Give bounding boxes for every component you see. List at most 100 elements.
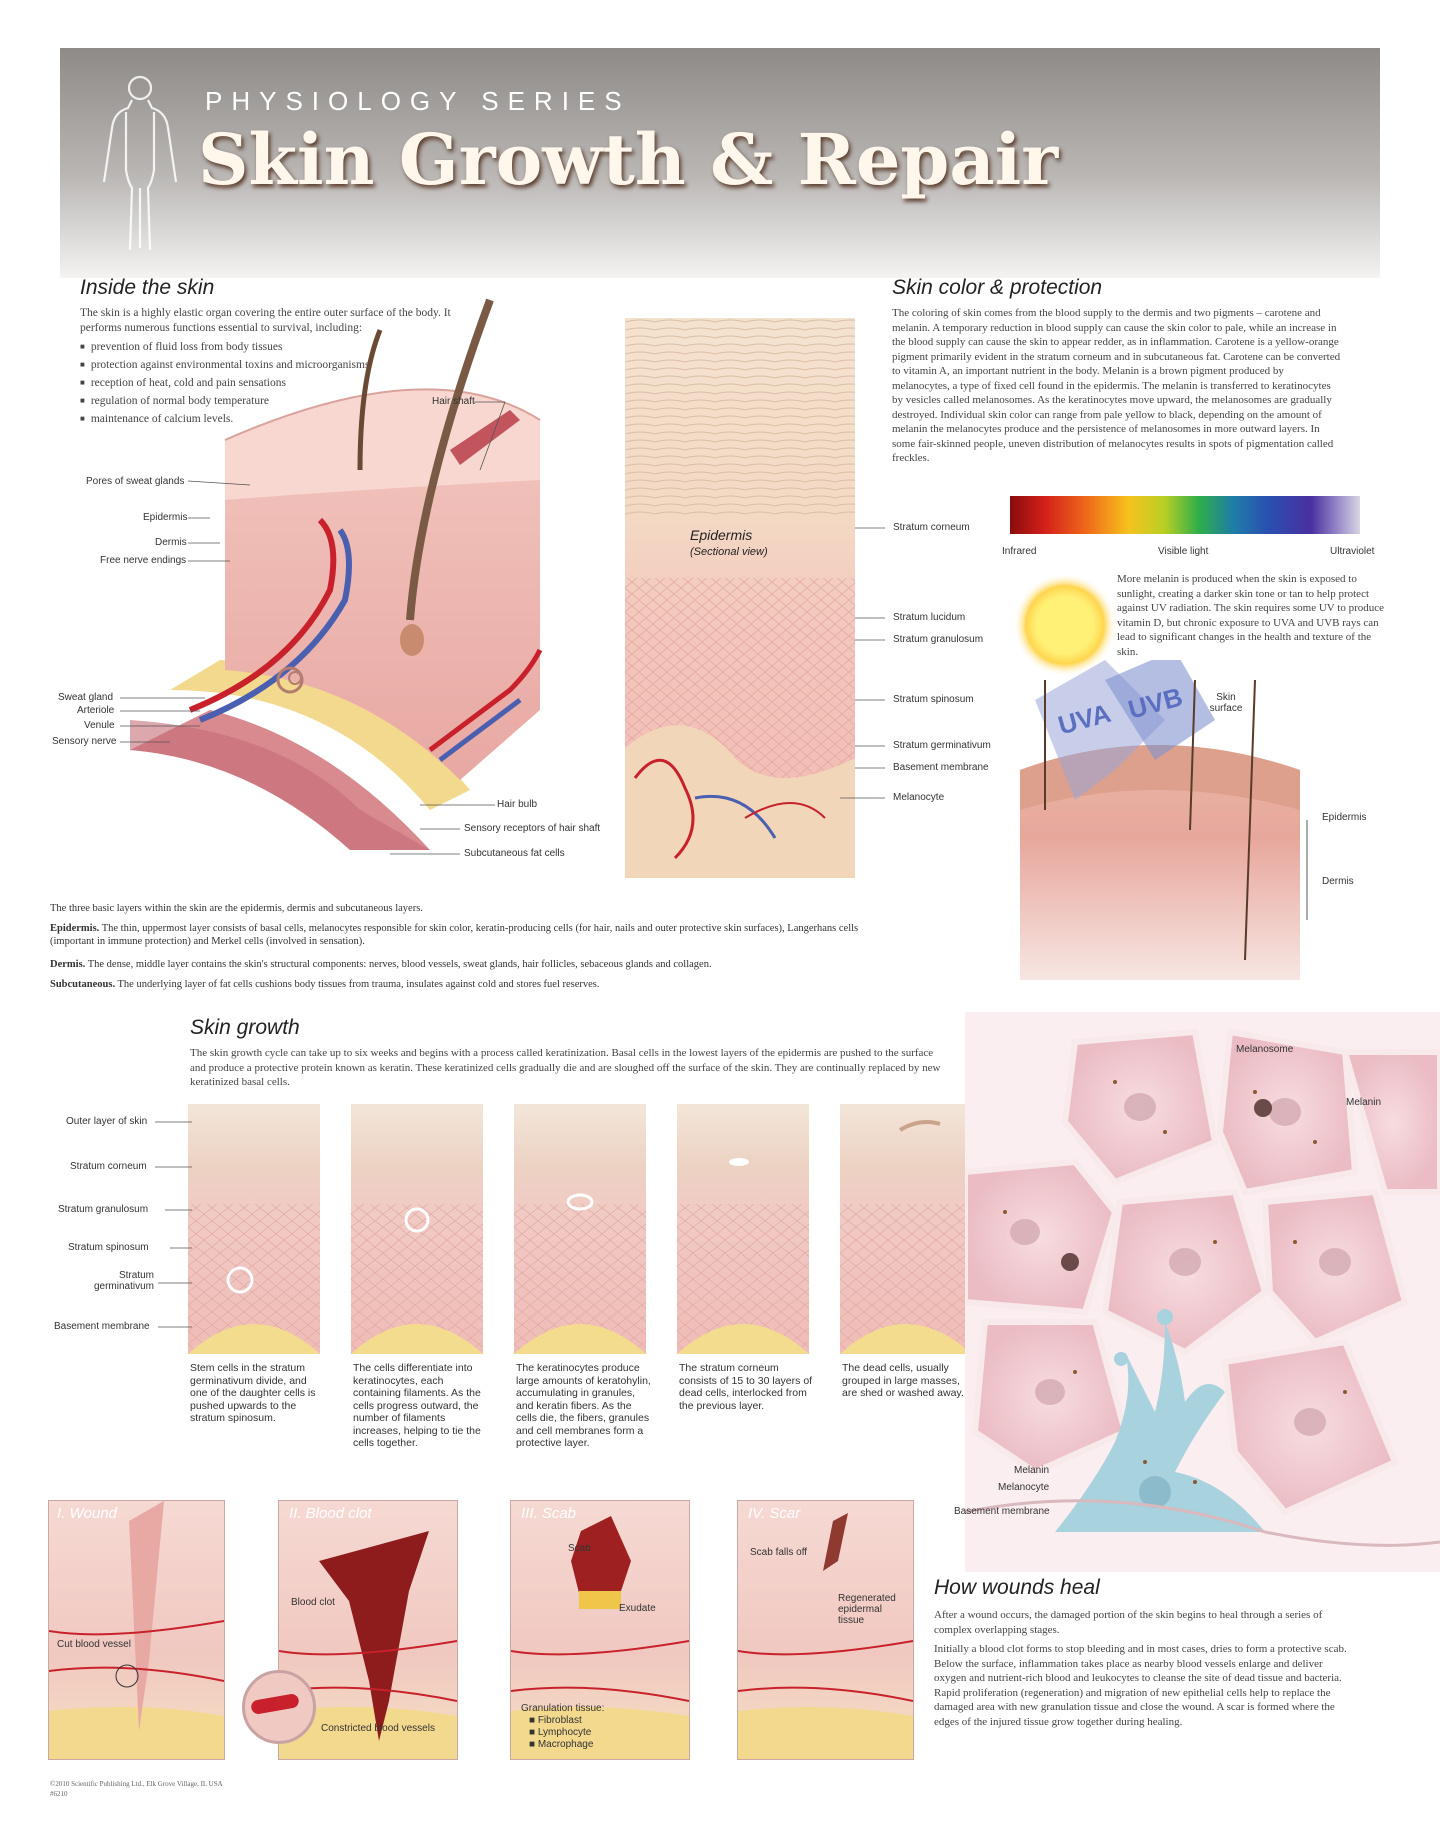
wound-panel-1: I. Wound Cut blood vessel xyxy=(48,1500,225,1760)
label-growth-basement: Basement membrane xyxy=(54,1321,150,1332)
label-cut-vessel: Cut blood vessel xyxy=(57,1639,131,1650)
label-epidermis: Epidermis xyxy=(143,512,188,523)
label-skin-surface: Skin surface xyxy=(1209,692,1243,714)
label-macrophage: ■ Macrophage xyxy=(529,1739,594,1750)
label-exudate: Exudate xyxy=(619,1603,656,1614)
label-blood-clot: Blood clot xyxy=(291,1597,335,1608)
sun-icon xyxy=(1013,573,1117,677)
label-regenerated: Regenerated epidermal tissue xyxy=(838,1593,896,1626)
wounds-paragraph: Initially a blood clot forms to stop ble… xyxy=(934,1643,1347,1728)
label-hair-bulb: Hair bulb xyxy=(497,799,538,810)
wound-panel-2: II. Blood clot Blood clot Constricted bl… xyxy=(278,1500,458,1760)
panel-title-blood-clot: II. Blood clot xyxy=(289,1505,372,1522)
label-arteriole: Arteriole xyxy=(77,705,115,716)
label-pores: Pores of sweat glands xyxy=(86,476,185,487)
label-fibroblast: ■ Fibroblast xyxy=(529,1715,582,1726)
label-constricted-vessels: Constricted blood vessels xyxy=(321,1723,435,1734)
stage-caption-3: The keratinocytes produce large amounts … xyxy=(516,1362,651,1449)
epidermis-text: The thin, uppermost layer consists of ba… xyxy=(50,923,859,947)
layers-intro: The three basic layers within the skin a… xyxy=(50,903,423,914)
vessel-detail xyxy=(250,1692,300,1716)
wound-panel-4: IV. Scar Scab falls off Regenerated epid… xyxy=(737,1500,914,1760)
list-item: reception of heat, cold and pain sensati… xyxy=(80,374,460,392)
stage-caption-5: The dead cells, usually grouped in large… xyxy=(842,1362,964,1399)
vessel-magnifier xyxy=(242,1670,316,1744)
label-cell-basement: Basement membrane xyxy=(954,1506,1050,1517)
skin-growth-paragraph: The skin growth cycle can take up to six… xyxy=(190,1047,941,1088)
label-visible-light: Visible light xyxy=(1158,546,1209,557)
scar-drawing xyxy=(738,1513,913,1759)
label-growth-corneum: Stratum corneum xyxy=(70,1161,147,1172)
label-melanin-top: Melanin xyxy=(1346,1097,1382,1108)
label-venule: Venule xyxy=(84,720,115,731)
label-stratum-spinosum: Stratum spinosum xyxy=(893,694,974,705)
panel-title-scab: III. Scab xyxy=(521,1505,577,1522)
label-growth-germinativum: Stratum germinativum xyxy=(93,1270,154,1292)
label-sweat-gland: Sweat gland xyxy=(58,692,114,703)
label-melanocyte: Melanocyte xyxy=(893,792,945,803)
panel-title-wound: I. Wound xyxy=(57,1505,118,1522)
subcutaneous-description: Subcutaneous. The underlying layer of fa… xyxy=(50,978,900,991)
wounds-intro: After a wound occurs, the damaged portio… xyxy=(934,1609,1323,1636)
epidermis-term: Epidermis. xyxy=(50,923,100,934)
skin-color-paragraph: The coloring of skin comes from the bloo… xyxy=(892,307,1341,464)
skin-functions-list: prevention of fluid loss from body tissu… xyxy=(80,338,460,428)
label-scab: Scab xyxy=(568,1543,591,1554)
skin-growth-heading: Skin growth xyxy=(190,1016,300,1039)
section-subtitle: (Sectional view) xyxy=(690,546,768,558)
label-outer-layer: Outer layer of skin xyxy=(66,1116,148,1127)
label-nerve-endings: Free nerve endings xyxy=(100,555,187,566)
copyright: ©2010 Scientific Publishing Ltd., Elk Gr… xyxy=(50,1780,223,1788)
epidermis-description: Epidermis. The thin, uppermost layer con… xyxy=(50,922,900,948)
stage-caption-1: Stem cells in the stratum germinativum d… xyxy=(190,1362,316,1424)
melanocyte-cell-illustration xyxy=(965,1012,1440,1572)
subcutaneous-text: The underlying layer of fat cells cushio… xyxy=(117,979,600,990)
label-scab-falls: Scab falls off xyxy=(750,1547,808,1558)
macrophage-text: Macrophage xyxy=(537,1739,594,1750)
label-stratum-lucidum: Stratum lucidum xyxy=(893,612,966,623)
dermis-term: Dermis. xyxy=(50,959,86,970)
label-cell-melanocyte: Melanocyte xyxy=(998,1482,1050,1493)
growth-stage-panels xyxy=(188,1104,972,1354)
label-granulation: Granulation tissue: xyxy=(521,1703,605,1714)
label-subcutaneous-fat: Subcutaneous fat cells xyxy=(464,848,565,859)
list-item: maintenance of calcium levels. xyxy=(80,410,460,428)
label-uv-epidermis: Epidermis xyxy=(1322,812,1367,823)
label-ultraviolet: Ultraviolet xyxy=(1330,546,1375,557)
subcutaneous-term: Subcutaneous. xyxy=(50,979,116,990)
blood-clot-drawing xyxy=(279,1531,457,1759)
label-stratum-corneum: Stratum corneum xyxy=(893,522,970,533)
page-title: Skin Growth & Repair xyxy=(198,118,1059,201)
product-code: #6210 xyxy=(50,1790,68,1798)
label-uv-dermis: Dermis xyxy=(1322,876,1354,887)
fibroblast-text: Fibroblast xyxy=(537,1715,582,1726)
label-hair-shaft: Hair shaft xyxy=(432,396,475,407)
list-item: protection against environmental toxins … xyxy=(80,356,460,374)
panel-title-scar: IV. Scar xyxy=(748,1505,801,1522)
light-spectrum-bar xyxy=(1010,496,1360,534)
skin-color-heading: Skin color & protection xyxy=(892,276,1103,299)
stage-caption-2: The cells differentiate into keratinocyt… xyxy=(353,1362,481,1449)
dermis-description: Dermis. The dense, middle layer contains… xyxy=(50,958,900,971)
label-dermis: Dermis xyxy=(155,537,187,548)
label-infrared: Infrared xyxy=(1002,546,1037,557)
label-growth-granulosum: Stratum granulosum xyxy=(58,1204,149,1215)
label-stratum-granulosum: Stratum granulosum xyxy=(893,634,984,645)
label-stratum-germinativum: Stratum germinativum xyxy=(893,740,991,751)
label-sensory-nerve: Sensory nerve xyxy=(52,736,117,747)
wounds-heading: How wounds heal xyxy=(934,1576,1100,1599)
label-melanosome: Melanosome xyxy=(1236,1044,1294,1055)
series-label: PHYSIOLOGY SERIES xyxy=(205,86,631,116)
stage-caption-4: The stratum corneum consists of 15 to 30… xyxy=(679,1362,813,1412)
leader-lines xyxy=(120,401,885,855)
label-basement-membrane: Basement membrane xyxy=(893,762,989,773)
growth-leader-lines xyxy=(155,1121,192,1328)
sun-exposure-text: More melanin is produced when the skin i… xyxy=(1117,573,1385,658)
label-sensory-receptors: Sensory receptors of hair shaft xyxy=(464,823,601,834)
inside-skin-heading: Inside the skin xyxy=(80,276,215,299)
dermis-text: The dense, middle layer contains the ski… xyxy=(87,959,712,970)
inside-skin-intro: The skin is a highly elastic organ cover… xyxy=(80,307,451,334)
label-melanin: Melanin xyxy=(1014,1465,1050,1476)
header-banner xyxy=(60,48,1380,278)
scab-drawing xyxy=(511,1516,689,1759)
